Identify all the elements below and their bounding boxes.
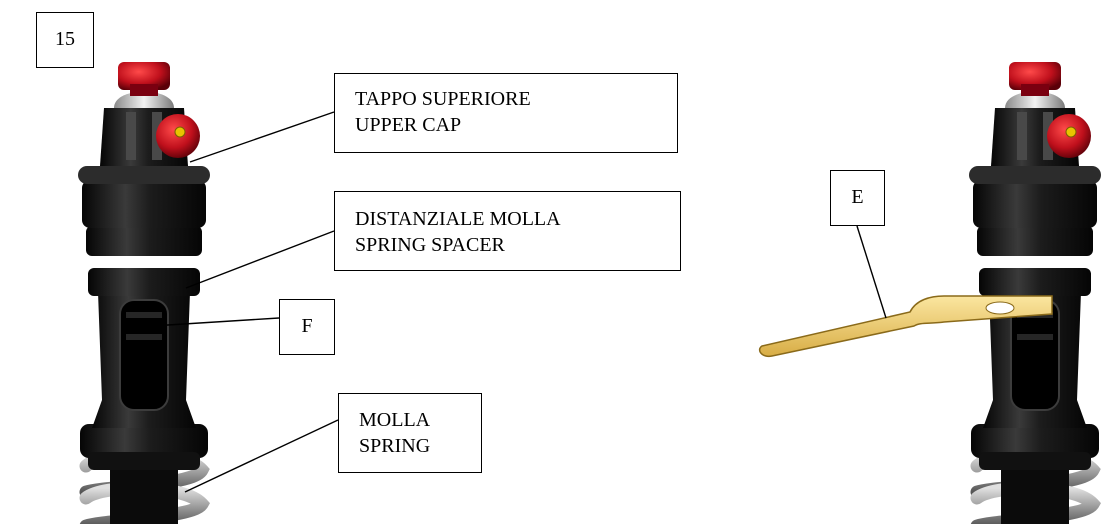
- leader-f: [151, 317, 280, 327]
- callout-f-label: F: [301, 315, 313, 337]
- leader-upper-cap: [189, 111, 335, 163]
- callout-spring-spacer: DISTANZIALE MOLLA SPRING SPACER: [334, 191, 681, 271]
- leader-lines: [151, 111, 887, 493]
- callout-e-label: E: [851, 186, 864, 208]
- figure-number-box: 15: [36, 12, 94, 68]
- callout-e: E: [830, 170, 885, 226]
- callout-spring-spacer-italian: DISTANZIALE MOLLA: [355, 208, 561, 230]
- shock-absorber-left: [78, 62, 210, 524]
- callout-spring-italian: MOLLA: [359, 409, 431, 431]
- callout-spring: MOLLA SPRING: [338, 393, 482, 473]
- leader-spring-spacer: [185, 230, 335, 289]
- callout-f: F: [279, 299, 335, 355]
- callout-upper-cap-english: UPPER CAP: [355, 114, 462, 136]
- callout-upper-cap: TAPPO SUPERIORE UPPER CAP: [334, 73, 678, 153]
- callout-upper-cap-italian: TAPPO SUPERIORE: [355, 88, 531, 110]
- spanner-wrench: [758, 295, 1053, 358]
- leader-e: [856, 225, 887, 319]
- leader-spring: [184, 419, 339, 493]
- callout-spring-english: SPRING: [359, 435, 431, 457]
- figure-number: 15: [55, 28, 75, 50]
- callout-spring-spacer-english: SPRING SPACER: [355, 234, 505, 256]
- shock-absorber-right: [969, 62, 1101, 524]
